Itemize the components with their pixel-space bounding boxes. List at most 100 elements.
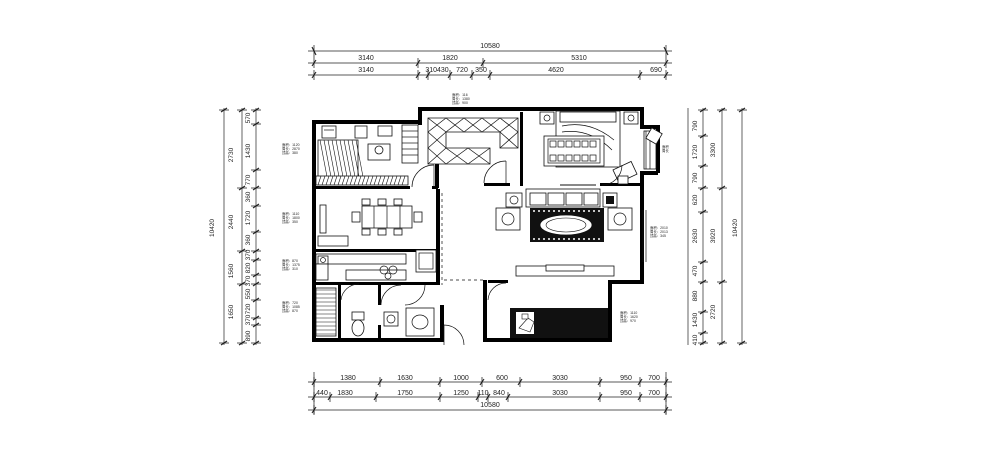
top-dim-r2-3: 720 xyxy=(456,67,468,74)
left-outer-2: 2440 xyxy=(228,214,235,229)
svg-text:面积：1110: 面积：1110 xyxy=(282,211,299,216)
svg-text:面积：720: 面积：720 xyxy=(282,300,298,305)
living-room xyxy=(444,188,647,301)
bottom-dim-6: 950 xyxy=(620,375,632,382)
svg-text:周长：2013: 周长：2013 xyxy=(650,229,668,234)
top-dim-r2-1: 3140 xyxy=(358,67,374,74)
top-dim-r2-5: 4620 xyxy=(548,67,564,74)
svg-text:顶高：870: 顶高：870 xyxy=(282,308,298,313)
right-inner-3: 790 xyxy=(692,172,699,183)
walls xyxy=(312,107,660,342)
left-inner-12: 370 xyxy=(245,314,252,325)
left-inner-1: 570 xyxy=(245,112,252,123)
bottom-dim-r2-5: 110 xyxy=(477,390,488,397)
bottom-dim-r2-2: 1830 xyxy=(337,390,353,397)
room-label-7: 面积：1110 周长：1620 顶高：970 xyxy=(620,310,638,323)
svg-text:周长: 周长 xyxy=(662,148,669,153)
room-label-3: 面积：1110 周长：1800 顶高：350 xyxy=(282,211,300,224)
bottom-dim-7: 700 xyxy=(648,375,660,382)
top-dim-2: 1820 xyxy=(442,55,458,62)
top-dim-r2-6: 690 xyxy=(650,67,662,74)
svg-text:周长：1800: 周长：1800 xyxy=(282,215,300,220)
svg-text:顶高：345: 顶高：345 xyxy=(650,233,666,238)
right-dimensions: 790 1720 790 620 2630 470 880 1430 410 3… xyxy=(687,107,747,346)
bottom-total-dim: 10580 xyxy=(480,402,500,409)
right-inner-6: 470 xyxy=(692,265,699,276)
left-total-dim: 10420 xyxy=(209,219,216,237)
room-label-1: 面积：116 周长：1380 顶高：900 xyxy=(452,92,470,105)
balcony xyxy=(510,308,608,338)
bottom-dim-r2-4: 1250 xyxy=(453,390,469,397)
bathroom xyxy=(315,283,465,346)
left-inner-8: 820 xyxy=(245,262,252,273)
right-outer-1: 3300 xyxy=(710,142,717,157)
bottom-dimensions: 1380 1630 1000 600 3030 950 700 440 1830… xyxy=(308,372,672,415)
left-inner-7: 370 xyxy=(245,249,252,260)
bottom-dim-r2-7: 3030 xyxy=(552,390,568,397)
right-inner-5: 2630 xyxy=(692,228,699,243)
bottom-dim-r2-6: 840 xyxy=(493,390,505,397)
svg-text:面积：870: 面积：870 xyxy=(282,258,298,263)
bottom-dim-4: 600 xyxy=(496,375,508,382)
svg-text:面积: 面积 xyxy=(662,144,669,149)
right-inner-2: 1720 xyxy=(692,144,699,159)
right-inner-9: 410 xyxy=(692,334,699,345)
room-label-6: 面积：2010 周长：2013 顶高：345 xyxy=(650,225,668,238)
top-dim-3: 5310 xyxy=(571,55,587,62)
left-inner-11: 720 xyxy=(245,303,252,314)
bottom-dim-3: 1000 xyxy=(453,375,469,382)
svg-text:面积：116: 面积：116 xyxy=(452,92,468,97)
left-outer-4: 1650 xyxy=(228,304,235,319)
left-dimensions: 10420 2730 2440 1560 1650 570 1430 770 3… xyxy=(209,107,261,346)
bottom-dim-r2-9: 700 xyxy=(648,390,660,397)
right-inner-1: 790 xyxy=(692,120,699,131)
dining-area xyxy=(317,198,423,247)
top-center-cabinet xyxy=(427,117,519,184)
left-inner-6: 360 xyxy=(245,234,252,245)
right-outer-2: 3920 xyxy=(710,228,717,243)
svg-text:顶高：380: 顶高：380 xyxy=(282,150,298,155)
svg-text:周长：1085: 周长：1085 xyxy=(282,304,300,309)
room-labels: 面积：116 周长：1380 顶高：900 面积：1120 周长：2870 顶高… xyxy=(282,92,669,323)
left-inner-4: 360 xyxy=(245,191,252,202)
right-total-dim: 10420 xyxy=(732,219,739,237)
room-label-4: 面积：870 周长：1375 顶高：310 xyxy=(282,258,300,271)
top-dim-r2-4: 350 xyxy=(475,67,487,74)
svg-text:顶高：350: 顶高：350 xyxy=(282,219,298,224)
room-label-8: 面积 周长 xyxy=(662,144,669,153)
left-inner-2: 1430 xyxy=(245,143,252,158)
svg-text:周长：1375: 周长：1375 xyxy=(282,262,300,267)
bottom-dim-5: 3030 xyxy=(552,375,568,382)
svg-text:顶高：970: 顶高：970 xyxy=(620,318,636,323)
svg-text:周长：1380: 周长：1380 xyxy=(452,96,470,101)
bottom-dim-r2-1: 440 xyxy=(316,390,328,397)
top-dimensions: 10580 3140 1820 5310 3140 310430 720 350… xyxy=(308,43,672,80)
svg-text:顶高：900: 顶高：900 xyxy=(452,100,468,105)
right-inner-4: 620 xyxy=(692,194,699,205)
bottom-dim-r2-8: 950 xyxy=(620,390,632,397)
left-outer-1: 2730 xyxy=(228,147,235,162)
left-inner-10: 550 xyxy=(245,288,252,299)
top-dim-r2-2: 310430 xyxy=(425,67,448,74)
svg-text:面积：1120: 面积：1120 xyxy=(282,142,300,147)
top-total-dim: 10580 xyxy=(480,43,500,50)
svg-text:周长：1620: 周长：1620 xyxy=(620,314,638,319)
right-inner-7: 880 xyxy=(692,290,699,301)
left-inner-3: 770 xyxy=(245,174,252,185)
bottom-dim-r2-3: 1750 xyxy=(397,390,413,397)
room-label-2: 面积：1120 周长：2870 顶高：380 xyxy=(282,142,300,155)
bottom-dim-2: 1630 xyxy=(397,375,413,382)
svg-text:周长：2870: 周长：2870 xyxy=(282,146,300,151)
right-outer-3: 2720 xyxy=(710,304,717,319)
left-inner-13: 890 xyxy=(245,330,252,341)
svg-text:面积：2010: 面积：2010 xyxy=(650,225,668,230)
bedroom-left xyxy=(315,124,435,188)
svg-text:面积：1110: 面积：1110 xyxy=(620,310,637,315)
kitchen xyxy=(315,193,443,285)
left-outer-3: 1560 xyxy=(228,263,235,278)
master-bedroom xyxy=(539,110,663,186)
top-dim-1: 3140 xyxy=(358,55,374,62)
bottom-dim-1: 1380 xyxy=(340,375,356,382)
left-inner-9: 370 xyxy=(245,275,252,286)
